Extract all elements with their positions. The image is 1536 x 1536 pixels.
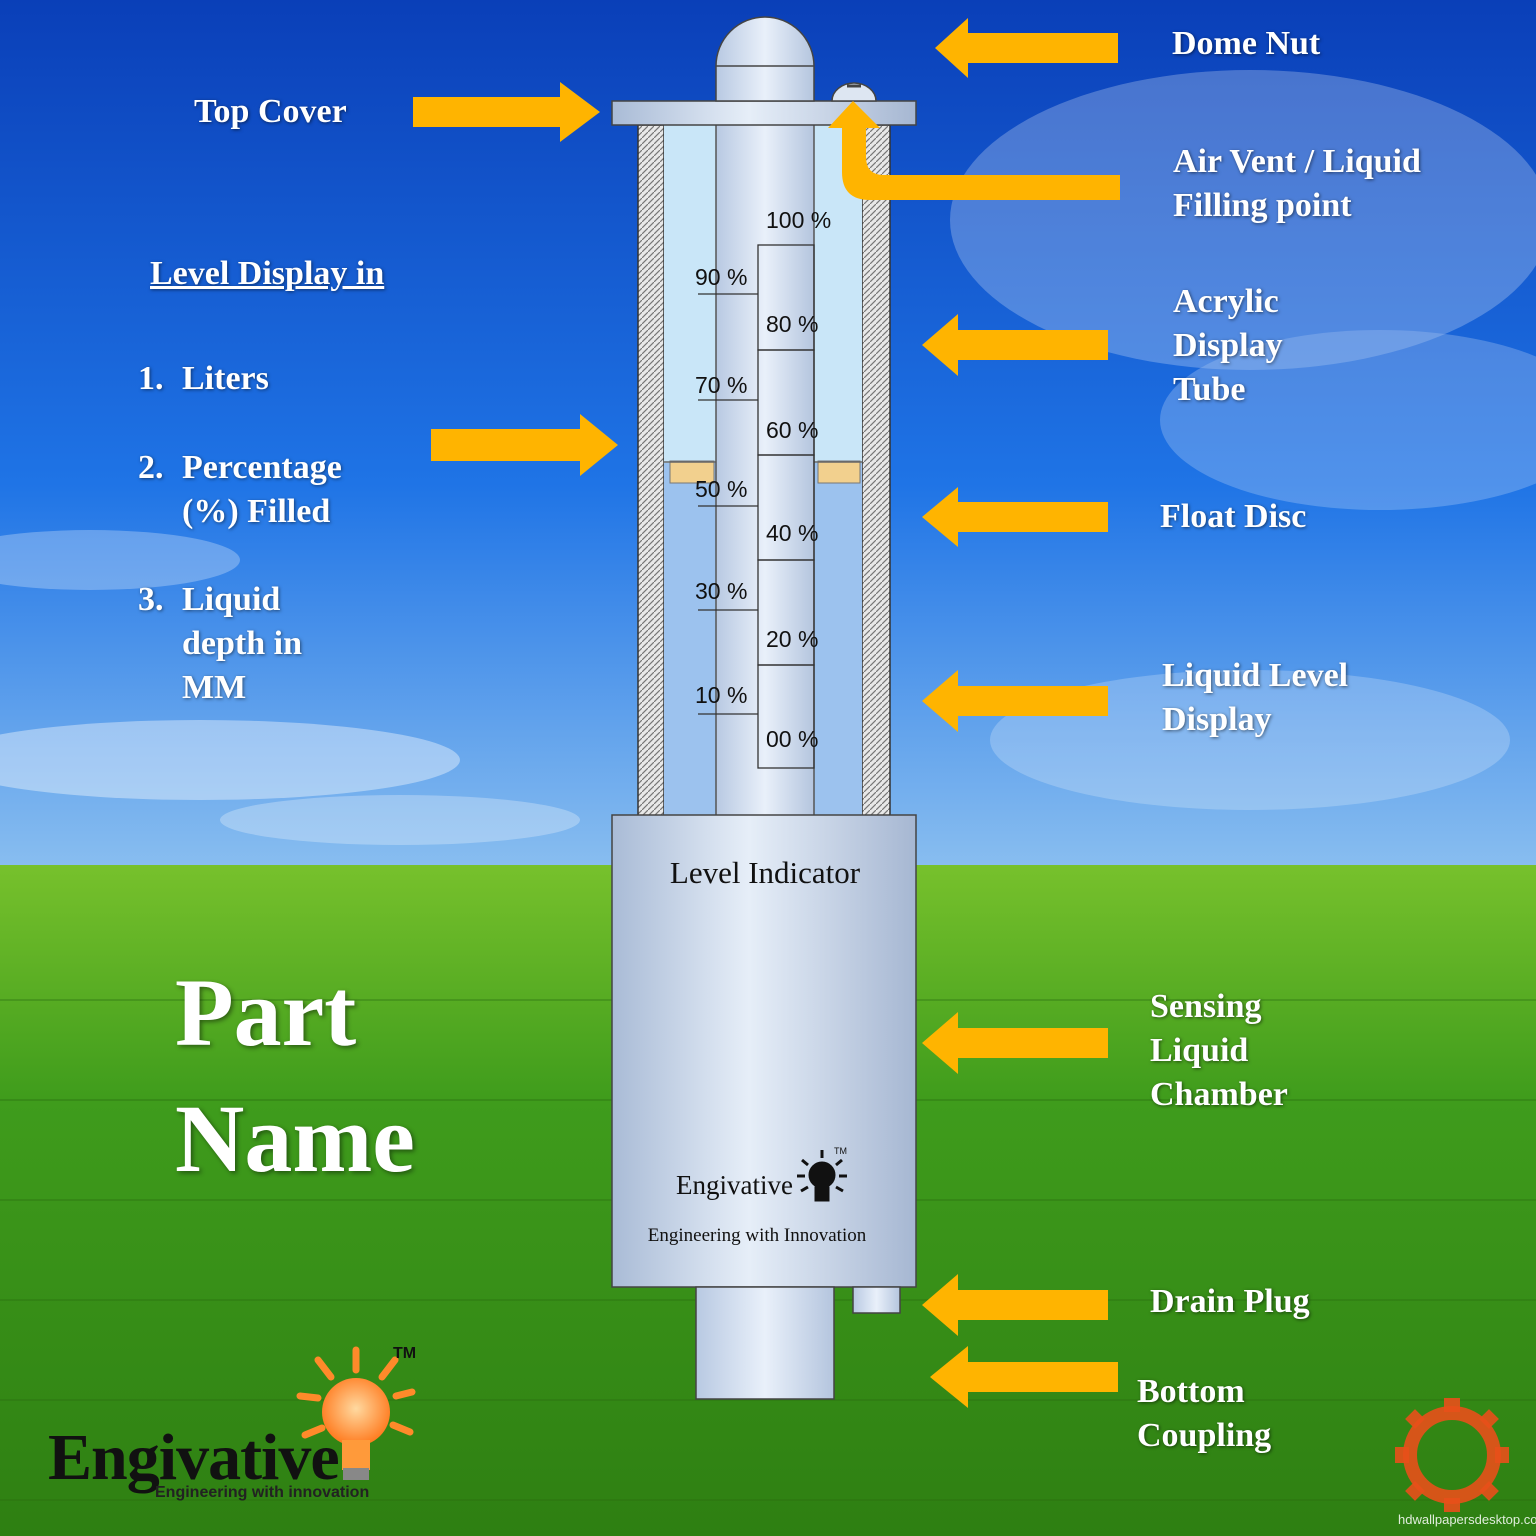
label-liquid-level-display: Liquid Level Display <box>1162 657 1349 738</box>
arrow-top-cover <box>413 82 600 142</box>
scale-tick-100: 100 % <box>766 207 832 233</box>
tube-wall-left <box>637 124 665 818</box>
scale-tick-50: 50 % <box>695 476 748 502</box>
part-name-title: Part Name <box>175 959 415 1192</box>
float-disc-left <box>669 460 715 484</box>
device-brand: Engivative <box>676 1170 793 1200</box>
device-tagline: Engineering with Innovation <box>647 1225 867 1246</box>
label-float-disc: Float Disc <box>1160 498 1307 535</box>
arrow-liquid-level-left <box>431 414 618 476</box>
label-dome-nut: Dome Nut <box>1172 25 1321 62</box>
scale-tick-20: 20 % <box>766 626 819 652</box>
arrow-float-disc <box>922 487 1108 547</box>
label-air-vent: Air Vent / Liquid Filling point <box>1173 143 1421 224</box>
clouds <box>0 70 1536 845</box>
arrow-dome-nut <box>935 18 1118 78</box>
gear-teeth-icon <box>1395 1398 1509 1512</box>
arrows <box>413 18 1120 1408</box>
scale-tick-80: 80 % <box>766 311 819 337</box>
sensing-chamber <box>611 814 917 1288</box>
scale-tick-00: 00 % <box>766 726 819 752</box>
scale-tick-90: 90 % <box>695 264 748 290</box>
watermark-text: hdwallpapersdesktop.com <box>1398 1512 1536 1527</box>
arrow-drain-plug <box>922 1274 1108 1336</box>
logo-bulb-icon <box>296 1346 416 1480</box>
scale-tick-30: 30 % <box>695 578 748 604</box>
arrow-sensing-chamber <box>922 1012 1108 1074</box>
label-drain-plug: Drain Plug <box>1150 1283 1310 1320</box>
label-bottom-coupling: Bottom Coupling <box>1137 1373 1272 1454</box>
level-display-heading: Level Display in <box>150 255 385 292</box>
device-bulb-icon <box>797 1150 847 1202</box>
dome-nut <box>715 16 815 102</box>
logo-trademark: TM <box>393 1345 417 1362</box>
label-sensing-chamber: Sensing Liquid Chamber <box>1150 988 1288 1113</box>
scale-tick-40: 40 % <box>766 520 819 546</box>
label-acrylic-tube: Acrylic Display Tube <box>1173 283 1283 408</box>
device-title: Level Indicator <box>669 855 861 890</box>
logo-tagline: Engineering with innovation <box>155 1484 370 1501</box>
scale-grid <box>698 244 815 769</box>
gear-watermark-icon <box>1403 1406 1501 1504</box>
arrow-air-vent <box>828 101 1120 200</box>
device-trademark: TM <box>834 1146 847 1156</box>
bottom-coupling <box>695 1286 835 1400</box>
air-vent-screw <box>831 82 877 102</box>
arrow-acrylic-tube <box>922 314 1108 376</box>
tube-wall-right <box>861 124 891 818</box>
center-rod <box>715 99 815 818</box>
scale-tick-10: 10 % <box>695 682 748 708</box>
scale-tick-60: 60 % <box>766 417 819 443</box>
arrow-bottom-coupling <box>930 1346 1118 1408</box>
label-top-cover: Top Cover <box>194 93 347 130</box>
arrow-liquid-level-display <box>922 670 1108 732</box>
drain-plug <box>852 1286 901 1314</box>
float-disc-right <box>817 460 861 484</box>
logo-wordmark: Engivative <box>48 1421 340 1494</box>
scale-tick-70: 70 % <box>695 372 748 398</box>
